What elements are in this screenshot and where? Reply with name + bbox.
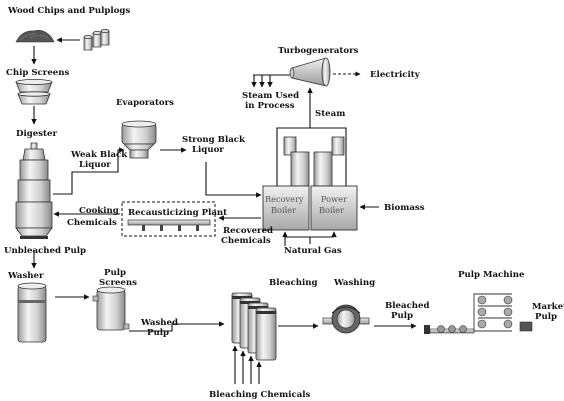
- label-electricity: Electricity: [370, 70, 421, 80]
- label-market-pulp-2: Pulp: [535, 312, 557, 322]
- recausticizing-plant-icon: [121, 201, 216, 237]
- label-steam-used-2: in Process: [245, 101, 295, 111]
- flow-arrows: [31, 37, 417, 384]
- label-washing: Washing: [333, 278, 375, 288]
- label-unbleached-pulp: Unbleached Pulp: [4, 246, 86, 256]
- washing-drum-icon: [322, 304, 370, 334]
- label-recovery-boiler-1: Recovery: [265, 194, 304, 204]
- pulp-machine-icon: [424, 293, 533, 334]
- label-washed-pulp-1: Washed: [140, 318, 178, 328]
- washer-icon: [17, 282, 47, 343]
- label-natural-gas: Natural Gas: [284, 246, 342, 256]
- label-power-boiler-1: Power: [321, 194, 347, 204]
- label-weak-black-liquor-2: Liquor: [79, 160, 111, 170]
- label-washer: Washer: [7, 271, 44, 281]
- label-bleaching: Bleaching: [269, 278, 318, 288]
- label-biomass: Biomass: [384, 203, 425, 213]
- label-digester: Digester: [16, 129, 57, 139]
- label-strong-black-liquor-1: Strong Black: [182, 135, 246, 145]
- label-wood-chips: Wood Chips and Pulplogs: [7, 6, 130, 16]
- steam-header: [276, 127, 347, 186]
- label-strong-black-liquor-2: Liquor: [192, 145, 224, 155]
- bleaching-towers-icon: [231, 292, 277, 361]
- natural-gas-branch: [284, 236, 310, 246]
- label-bleaching-chemicals: Bleaching Chemicals: [209, 390, 311, 400]
- label-evaporators: Evaporators: [116, 98, 174, 108]
- arrow-weak-black-liquor: [53, 147, 125, 195]
- label-pulp-screens-1: Pulp: [104, 268, 126, 278]
- wood-chip-pile-icon: [15, 30, 55, 43]
- label-bleached-pulp-1: Bleached: [385, 301, 430, 311]
- label-power-boiler-2: Boiler: [319, 205, 344, 215]
- arrow-to-recovery-boiler: [205, 162, 262, 198]
- evaporator-icon: [121, 120, 157, 159]
- label-recausticizing-plant: Recausticizing Plant: [128, 208, 227, 218]
- label-recovered-chemicals-1: Recovered: [223, 226, 273, 236]
- label-turbogenerators: Turbogenerators: [278, 46, 359, 56]
- label-chip-screens: Chip Screens: [6, 68, 70, 78]
- arrow-washed-pulp: [129, 321, 225, 332]
- label-pulp-screens-2: Screens: [99, 278, 137, 288]
- label-pulp-machine: Pulp Machine: [458, 270, 525, 280]
- label-bleached-pulp-2: Pulp: [391, 311, 413, 321]
- label-cooking-chemicals-1: Cooking: [79, 206, 119, 216]
- label-steam-used-1: Steam Used: [242, 91, 299, 101]
- label-weak-black-liquor-1: Weak Black: [70, 150, 128, 160]
- label-recovery-boiler-2: Boiler: [271, 205, 296, 215]
- label-recovered-chemicals-2: Chemicals: [221, 236, 271, 246]
- digester-icon: [15, 142, 53, 239]
- chip-screens-icon: [15, 79, 53, 105]
- power-boiler-icon: [310, 136, 358, 231]
- label-washed-pulp-2: Pulp: [147, 328, 169, 338]
- label-cooking-chemicals-2: Chemicals: [67, 218, 117, 228]
- pulp-screens-icon: [92, 286, 130, 331]
- label-market-pulp-1: Market: [532, 302, 564, 312]
- recovery-boiler-icon: [262, 136, 310, 231]
- label-steam: Steam: [315, 109, 345, 119]
- pulplogs-icon: [83, 29, 110, 51]
- turbogenerator-icon: [289, 57, 331, 87]
